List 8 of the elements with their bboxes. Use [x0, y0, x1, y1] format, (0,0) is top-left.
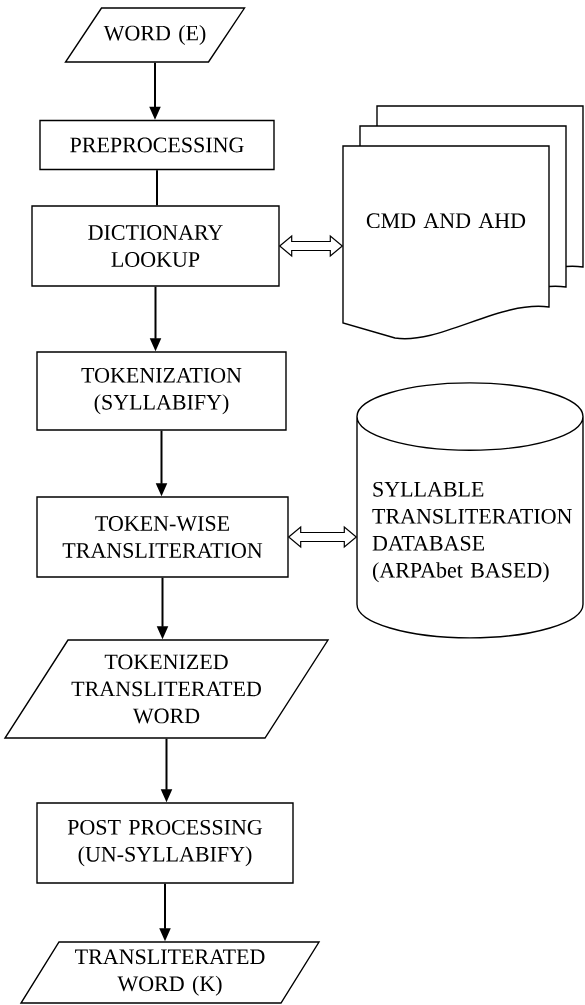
process-box: TOKEN-WISE TRANSLITERATION: [36, 496, 289, 578]
database-cylinder: SYLLABLE TRANSLITERATION DATABASE (ARPAbet BASED): [356, 382, 584, 639]
process-box: TOKENIZATION (SYLLABIFY): [36, 351, 287, 431]
process-box: PREPROCESSING: [39, 119, 275, 171]
process-box: DICTIONARY LOOKUP: [31, 205, 280, 287]
document-stack: CMD AND AHD: [342, 105, 584, 340]
input-output-parallelogram: WORD (E): [64, 7, 246, 63]
process-box: POST PROCESSING (UN-SYLLABIFY): [36, 802, 294, 884]
